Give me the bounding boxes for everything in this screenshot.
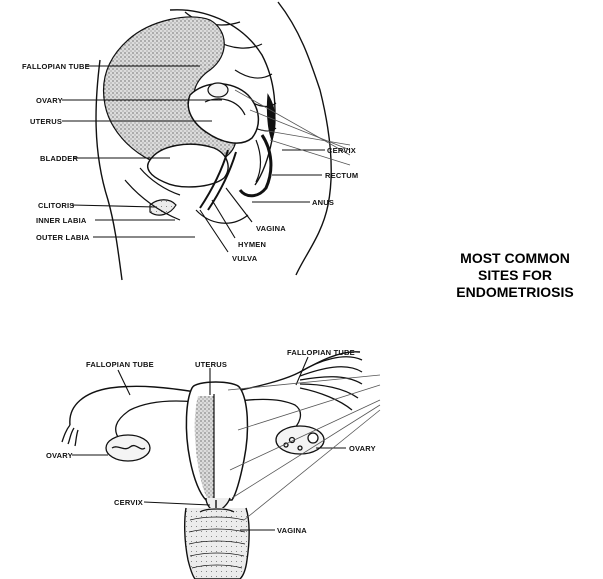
vagina-frontal: [183, 507, 250, 579]
fallopian-tube-right: [231, 351, 361, 393]
label-cervix-frontal: CERVIX: [114, 498, 143, 507]
vagina-canal: [199, 149, 229, 209]
label-vagina-sagittal: VAGINA: [256, 224, 286, 233]
label-fallopian-tube-sagittal: FALLOPIAN TUBE: [22, 62, 90, 71]
frontal-leaders: [72, 356, 346, 531]
ovary-sagittal: [207, 82, 229, 98]
label-clitoris: CLITORIS: [38, 201, 75, 210]
label-uterus-sagittal: UTERUS: [30, 117, 63, 126]
label-vulva: VULVA: [232, 254, 258, 263]
label-hymen: HYMEN: [238, 240, 267, 249]
label-inner-labia: INNER LABIA: [36, 216, 87, 225]
title-line-1: MOST COMMON: [460, 250, 570, 266]
coccyx: [266, 93, 276, 142]
label-ovary-sagittal: OVARY: [36, 96, 63, 105]
label-outer-labia: OUTER LABIA: [36, 233, 90, 242]
label-anus: ANUS: [312, 198, 335, 207]
label-cervix-sagittal: CERVIX: [327, 146, 356, 155]
label-vagina-frontal: VAGINA: [277, 526, 307, 535]
label-uterus-frontal: UTERUS: [195, 360, 228, 369]
label-fallopian-tube-left: FALLOPIAN TUBE: [86, 360, 154, 369]
fallopian-tube-left: [69, 385, 197, 426]
frontal-pointers: [227, 374, 381, 521]
body-outline-back: [277, 1, 332, 276]
frontal-section: [61, 351, 363, 579]
labia: [149, 199, 177, 216]
sagittal-leaders: [62, 65, 325, 253]
label-rectum: RECTUM: [325, 171, 359, 180]
label-ovary-left: OVARY: [46, 451, 73, 460]
label-fallopian-tube-right: FALLOPIAN TUBE: [287, 348, 355, 357]
sagittal-section: [95, 1, 332, 281]
body-outline-front: [95, 59, 123, 281]
sagittal-pointers: [234, 89, 351, 166]
sacrum: [169, 9, 276, 186]
diagram-title: MOST COMMON SITES FOR ENDOMETRIOSIS: [440, 250, 590, 301]
bladder: [146, 143, 229, 188]
uterus-sagittal: [187, 83, 260, 144]
title-line-3: ENDOMETRIOSIS: [456, 284, 574, 300]
rectum: [238, 134, 273, 198]
label-bladder: BLADDER: [40, 154, 79, 163]
label-ovary-right: OVARY: [349, 444, 376, 453]
title-line-2: SITES FOR: [478, 267, 552, 283]
